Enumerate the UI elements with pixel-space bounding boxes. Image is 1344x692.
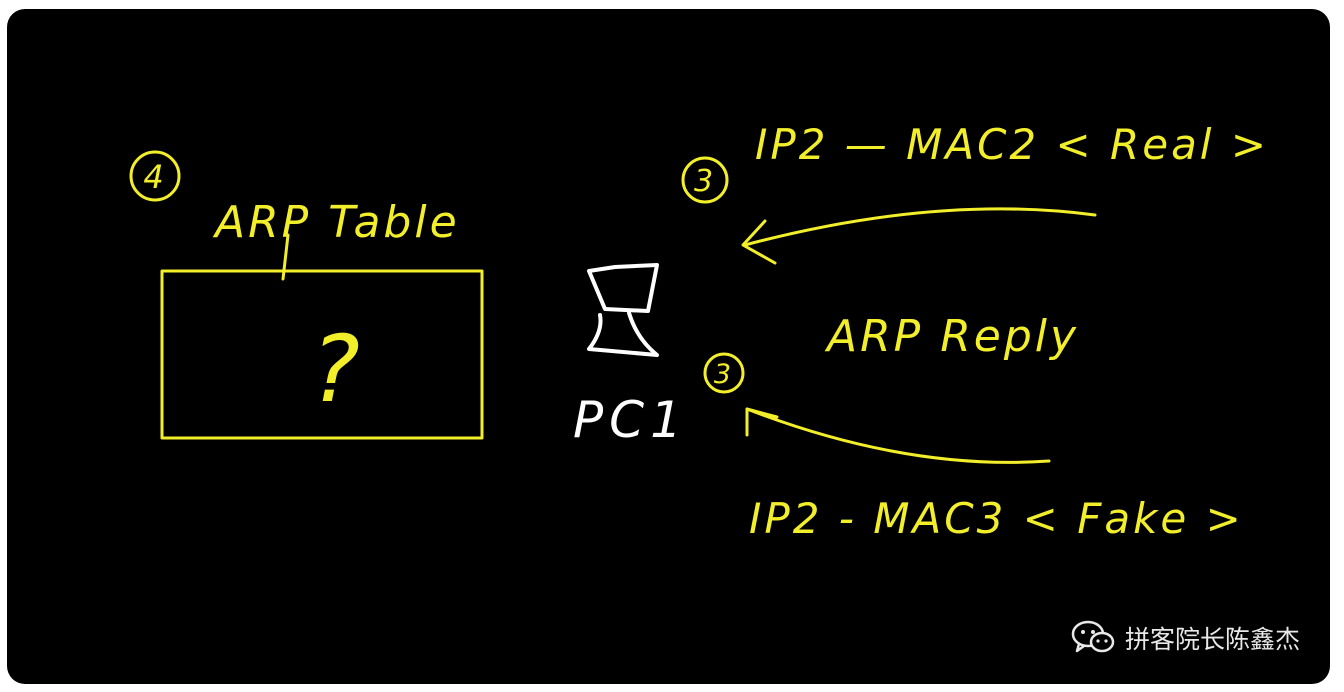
arp-table-unknown: ?	[311, 316, 363, 423]
step-4-number: 4	[143, 158, 166, 196]
arp-table-box	[160, 269, 484, 440]
pc1-label: PC1	[573, 391, 688, 449]
watermark: 拼客院长陈鑫杰	[1071, 618, 1300, 658]
whiteboard-canvas: 4 ARP Table ? PC1 3 IP2 — MAC2 < Real > …	[7, 9, 1330, 684]
pc1-computer-icon	[587, 263, 659, 357]
step-3-top-badge: 3	[681, 156, 729, 204]
diagram: 4 ARP Table ? PC1 3 IP2 — MAC2 < Real > …	[129, 120, 1269, 543]
step-3-bottom-badge: 3	[703, 352, 745, 394]
reply-fake-arrow	[745, 407, 1051, 464]
wechat-icon	[1071, 620, 1115, 653]
watermark-text: 拼客院长陈鑫杰	[1124, 625, 1300, 654]
reply-fake-text: IP2 - MAC3 < Fake >	[749, 494, 1244, 543]
arp-reply-label: ARP Reply	[824, 311, 1079, 362]
reply-real-text: IP2 — MAC2 < Real >	[755, 120, 1269, 169]
step-3-top-number: 3	[694, 164, 716, 199]
step-4-badge: 4	[129, 150, 181, 202]
reply-real-arrow	[741, 207, 1097, 265]
step-3-bottom-number: 3	[714, 359, 734, 390]
arp-table-label: ARP Table	[212, 197, 460, 248]
